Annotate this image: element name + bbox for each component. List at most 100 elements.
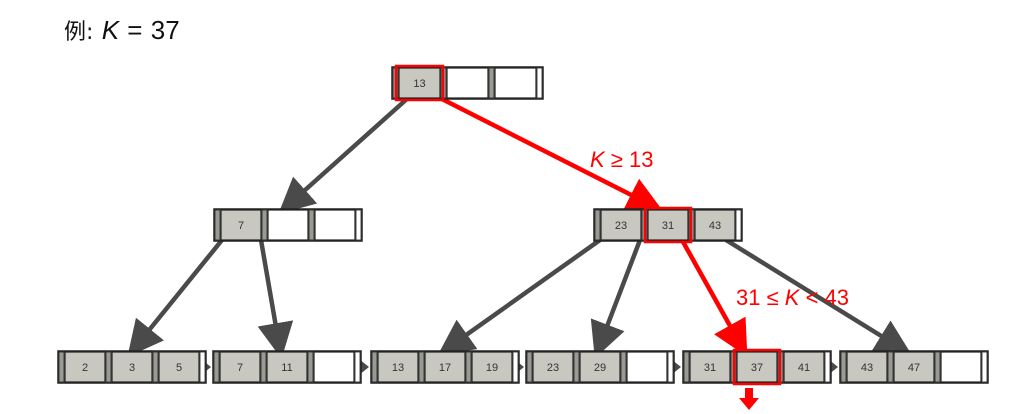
pointer-slot (573, 351, 580, 383)
pointer-slot (934, 351, 941, 383)
pointer-slot (105, 351, 112, 383)
leaf-node-5: 31 37 41 (682, 348, 832, 386)
title-operator: = (127, 15, 143, 45)
key-cell (314, 209, 356, 241)
pointer-slot (214, 209, 221, 241)
key-cell (626, 351, 668, 383)
pointer-slot (355, 209, 362, 241)
pointer-slot (594, 209, 601, 241)
key-cell (694, 209, 736, 241)
pointer-slot (667, 351, 674, 383)
pointer-slot (261, 209, 268, 241)
pointer-slot (887, 351, 894, 383)
pointer-slot (308, 209, 315, 241)
key-cell (219, 351, 261, 383)
key-cell (647, 209, 689, 241)
leaf-node-2: 7 11 (212, 350, 362, 384)
down-arrow-icon (739, 388, 759, 410)
pointer-slot (840, 351, 847, 383)
title-value: 37 (150, 15, 180, 45)
key-value: 11 (281, 362, 292, 374)
key-value: 23 (547, 362, 559, 374)
leaf-node-3: 13 17 19 (370, 350, 520, 384)
example-prefix: 例: (64, 20, 94, 45)
key-cell (846, 351, 888, 383)
pointer-slot (981, 351, 988, 383)
key-cell (111, 351, 153, 383)
key-value: 31 (704, 362, 716, 374)
pointer-slot (199, 351, 206, 383)
leaf-node-4: 23 29 (525, 350, 675, 384)
key-value: 19 (486, 362, 498, 374)
pointer-slot (371, 351, 378, 383)
key-cell (471, 351, 513, 383)
leaf-node-6: 43 47 (839, 350, 989, 384)
key-value: 7 (238, 220, 244, 232)
highlighted-key-box (643, 206, 693, 244)
edge-right-to-leaf6 (724, 238, 912, 355)
highlighted-key-box (394, 64, 445, 102)
edge-label-31-le-k-lt-43: 31 ≤ K < 43 (736, 285, 849, 310)
key-value: 41 (798, 362, 810, 374)
pointer-slot (260, 351, 267, 383)
pointer-slot (152, 351, 159, 383)
key-value: 43 (709, 220, 721, 232)
edge-left-to-leaf2 (257, 239, 294, 359)
pointer-slot (213, 351, 220, 383)
pointer-slot (512, 351, 519, 383)
key-cell (532, 351, 574, 383)
key-cell (494, 67, 537, 99)
edge-left-to-leaf1 (127, 238, 224, 357)
internal-node-2: 23 31 43 (593, 206, 743, 244)
pointer-slot (58, 351, 65, 383)
edge-root-to-left (278, 96, 410, 214)
key-value: 29 (594, 362, 606, 374)
key-cell (398, 67, 441, 99)
key-value: 47 (908, 362, 920, 374)
pointer-slot (526, 351, 533, 383)
key-value: 13 (392, 362, 404, 374)
pointer-slot (418, 351, 425, 383)
key-cell (377, 351, 419, 383)
key-cell (893, 351, 935, 383)
search-path (438, 95, 759, 410)
search-edge-root-to-right (438, 95, 664, 212)
pointer-slot (465, 351, 472, 383)
pointer-slot (488, 67, 495, 99)
key-cell (158, 351, 200, 383)
key-cell (446, 67, 489, 99)
key-cell (579, 351, 621, 383)
key-cell (940, 351, 982, 383)
title-variable: K (101, 15, 120, 45)
pointer-slot (354, 351, 361, 383)
key-value: 13 (413, 78, 425, 90)
key-cell (736, 351, 778, 383)
edge-right-to-leaf4 (590, 239, 643, 359)
key-cell (220, 209, 262, 241)
key-cell (783, 351, 825, 383)
key-value: 2 (82, 362, 88, 374)
pointer-slot (620, 351, 627, 383)
key-value: 3 (129, 362, 135, 374)
root-node: 13 (391, 64, 544, 102)
key-cell (313, 351, 355, 383)
key-value: 17 (439, 362, 451, 374)
pointer-slot (735, 209, 742, 241)
key-cell (64, 351, 106, 383)
key-value: 7 (237, 362, 243, 374)
pointer-slot (307, 351, 314, 383)
key-cell (424, 351, 466, 383)
key-cell (267, 209, 309, 241)
pointer-slot (683, 351, 690, 383)
tree-edges (127, 96, 912, 359)
pointer-slot (536, 67, 543, 99)
key-value: 43 (861, 362, 873, 374)
search-edge-right-to-leaf5 (680, 238, 748, 357)
highlighted-key-box (732, 348, 782, 386)
example-title: 例: K = 37 (64, 14, 180, 46)
key-value: 37 (751, 362, 763, 374)
key-value: 23 (615, 220, 627, 232)
key-value: 31 (662, 220, 674, 232)
